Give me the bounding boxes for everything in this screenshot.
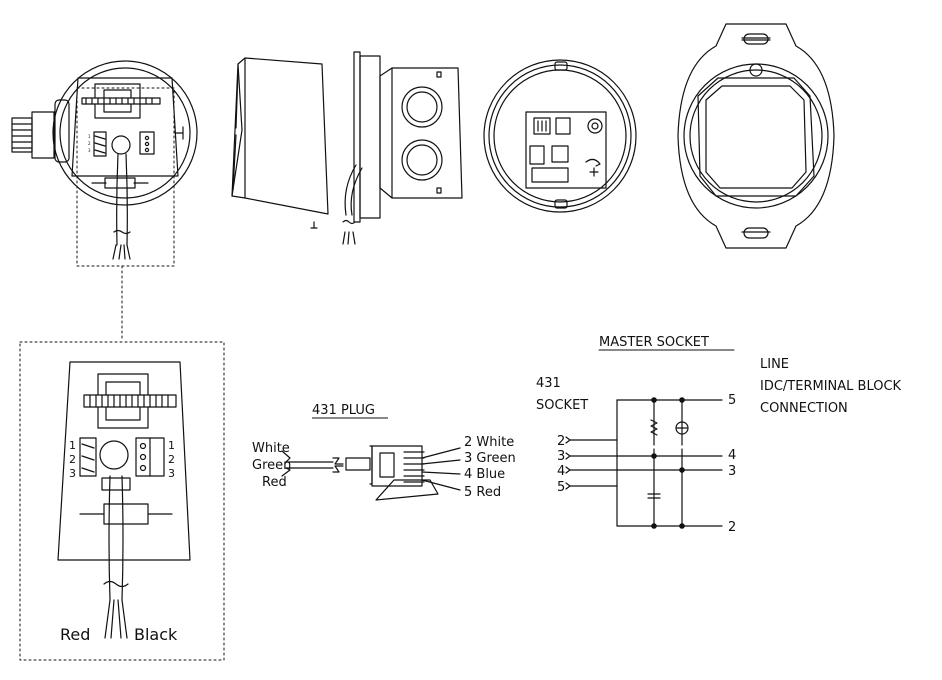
plug-pin-3: 3 Green: [464, 451, 516, 466]
detail-right-terminal-2: 2: [168, 453, 175, 466]
resistor: [650, 419, 658, 436]
plug-wire-white: White: [252, 441, 290, 456]
housing-front-view: [11, 60, 198, 260]
plug-title: 431 PLUG: [312, 403, 375, 418]
backbox-front-view: [483, 59, 637, 213]
plug-pin-4: 4 Blue: [464, 467, 505, 482]
line-terminal-5: 5: [728, 393, 736, 408]
line-label-connection: CONNECTION: [760, 401, 848, 416]
terminal-detail-view: [19, 341, 225, 661]
plug-drawing: [281, 445, 461, 501]
socket-terminal-2: 2: [557, 434, 565, 449]
socket-label-431: 431: [536, 376, 561, 391]
line-terminal-2: 2: [728, 520, 736, 535]
line-2: [616, 399, 723, 527]
mounting-bracket-view: [677, 23, 835, 249]
backbox-side-view: [342, 51, 463, 245]
line-terminal-4: 4: [728, 448, 736, 463]
detail-frame: [19, 341, 225, 661]
plug-wire-green: Green: [252, 458, 291, 473]
detail-left-terminal-1: 1: [69, 439, 76, 452]
socket-title: MASTER SOCKET: [599, 335, 709, 350]
surge-arrestor: [675, 421, 689, 435]
detail-right-terminal-1: 1: [168, 439, 175, 452]
detail-left-terminal-2: 2: [69, 453, 76, 466]
housing-terminal-3: 3: [88, 148, 91, 153]
housing-terminal-2: 2: [88, 141, 91, 146]
socket-terminal-5: 5: [557, 480, 565, 495]
zoom-region-box: [76, 87, 175, 267]
plug-pin-2: 2 White: [464, 435, 514, 450]
socket-label-socket: SOCKET: [536, 398, 588, 413]
master-socket-schematic: [565, 349, 735, 529]
plug-pin-5: 5 Red: [464, 485, 501, 500]
line-label: LINE: [760, 357, 789, 372]
line-label-idc: IDC/TERMINAL BLOCK: [760, 379, 902, 394]
housing-terminal-1: 1: [88, 134, 91, 139]
plug-wire-red: Red: [262, 475, 287, 490]
capacitor: [647, 493, 661, 499]
detail-wire-black: Black: [134, 625, 178, 644]
socket-terminal-3: 3: [557, 449, 565, 464]
detail-right-terminal-3: 3: [168, 467, 175, 480]
labels: 431 PLUG White Green Red 2 White 3 Green…: [60, 134, 902, 644]
detail-wire-red: Red: [60, 625, 90, 644]
cover-side-view: [231, 57, 329, 229]
line-terminal-3: 3: [728, 464, 736, 479]
socket-terminal-4: 4: [557, 464, 565, 479]
detail-left-terminal-3: 3: [69, 467, 76, 480]
